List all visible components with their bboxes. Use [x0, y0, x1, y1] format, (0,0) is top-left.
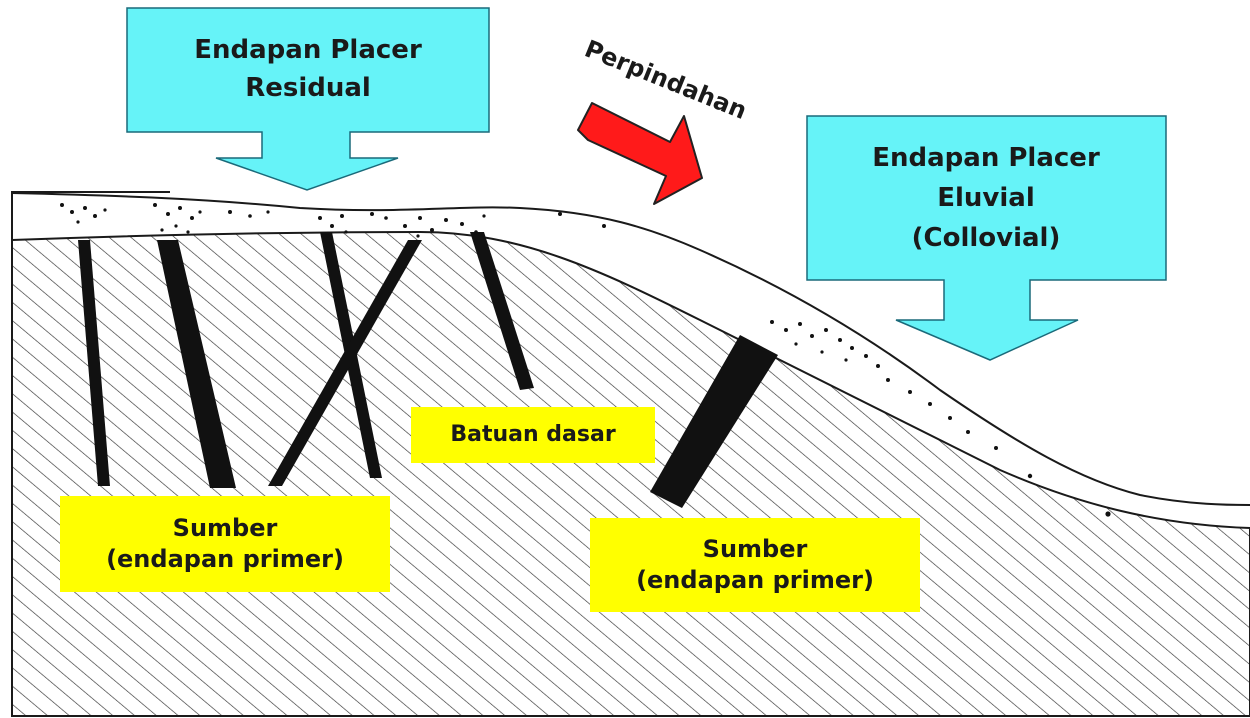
residual-label-line2: Residual — [245, 73, 371, 103]
sumber-right-line2: (endapan primer) — [636, 565, 874, 596]
sumber-right-line1: Sumber — [703, 534, 808, 565]
batuan-dasar-text: Batuan dasar — [450, 421, 615, 450]
perpindahan-arrow — [578, 103, 702, 204]
batuan-dasar-label: Batuan dasar — [411, 407, 655, 463]
eluvial-label-line1: Endapan Placer — [872, 143, 1100, 173]
sumber-right-label: Sumber (endapan primer) — [590, 518, 920, 612]
eluvial-label-line2: Eluvial — [937, 183, 1035, 213]
bedrock-hatched — [12, 232, 1250, 716]
sumber-left-line1: Sumber — [173, 513, 278, 544]
sumber-left-line2: (endapan primer) — [106, 544, 344, 575]
eluvial-label-line3: (Collovial) — [912, 223, 1061, 253]
sumber-left-label: Sumber (endapan primer) — [60, 496, 390, 592]
residual-label-line1: Endapan Placer — [194, 35, 422, 65]
